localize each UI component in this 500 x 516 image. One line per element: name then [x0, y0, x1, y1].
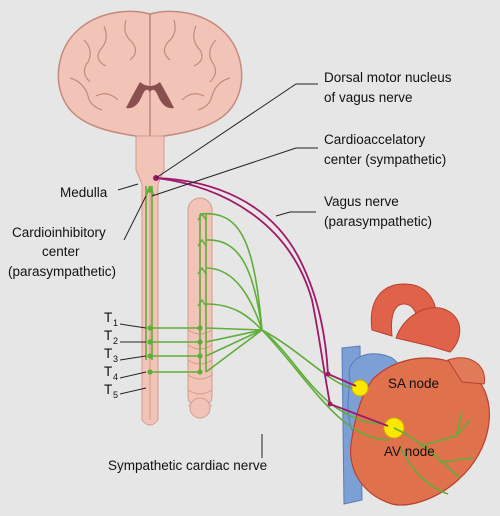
brain-hemisphere-left [57, 10, 151, 139]
label-cardioaccelatory-1: Cardioaccelatory [324, 132, 426, 147]
sa-node-marker [351, 379, 369, 397]
sympathetic-arrowheads [197, 212, 207, 307]
label-cardioinhibitory-1: Cardioinhibitory [12, 225, 106, 240]
svg-text:T: T [104, 310, 112, 325]
sympathetic-synapse-dots [147, 187, 203, 375]
svg-text:T: T [104, 364, 112, 379]
label-medulla: Medulla [60, 185, 108, 200]
brain [57, 10, 243, 139]
label-dorsal-motor-nucleus-1: Dorsal motor nucleus [324, 70, 452, 85]
label-av-node: AV node [384, 444, 435, 459]
heart [341, 283, 490, 506]
brain-gyri [69, 14, 231, 111]
pulmonary-artery [395, 307, 461, 353]
label-dorsal-motor-nucleus-2: of vagus nerve [324, 90, 413, 105]
svg-text:T: T [104, 382, 112, 397]
label-vagus-nerve-1: Vagus nerve [324, 194, 399, 209]
label-cardioaccelatory-2: center (sympathetic) [324, 152, 446, 167]
sympathetic-fibers [145, 185, 475, 495]
pointer-lines [117, 83, 318, 458]
svg-text:T: T [104, 328, 112, 343]
label-cardioinhibitory-2: center [42, 244, 80, 259]
spinal-cord [135, 135, 165, 426]
label-vagus-nerve-2: (parasympathetic) [324, 214, 432, 229]
brain-hemisphere-right [149, 10, 243, 139]
svg-text:1: 1 [113, 318, 118, 328]
svg-text:2: 2 [113, 336, 118, 346]
ventricle [126, 82, 174, 109]
left-atrium [447, 357, 486, 385]
label-sa-node: SA node [388, 376, 439, 391]
label-cardioinhibitory-3: (parasympathetic) [8, 264, 116, 279]
svg-text:5: 5 [113, 390, 118, 400]
svg-text:4: 4 [113, 372, 118, 382]
svg-text:3: 3 [113, 354, 118, 364]
svg-text:T: T [104, 346, 112, 361]
vagus-fibers [155, 177, 389, 427]
label-sympathetic-cardiac-nerve: Sympathetic cardiac nerve [108, 458, 267, 473]
